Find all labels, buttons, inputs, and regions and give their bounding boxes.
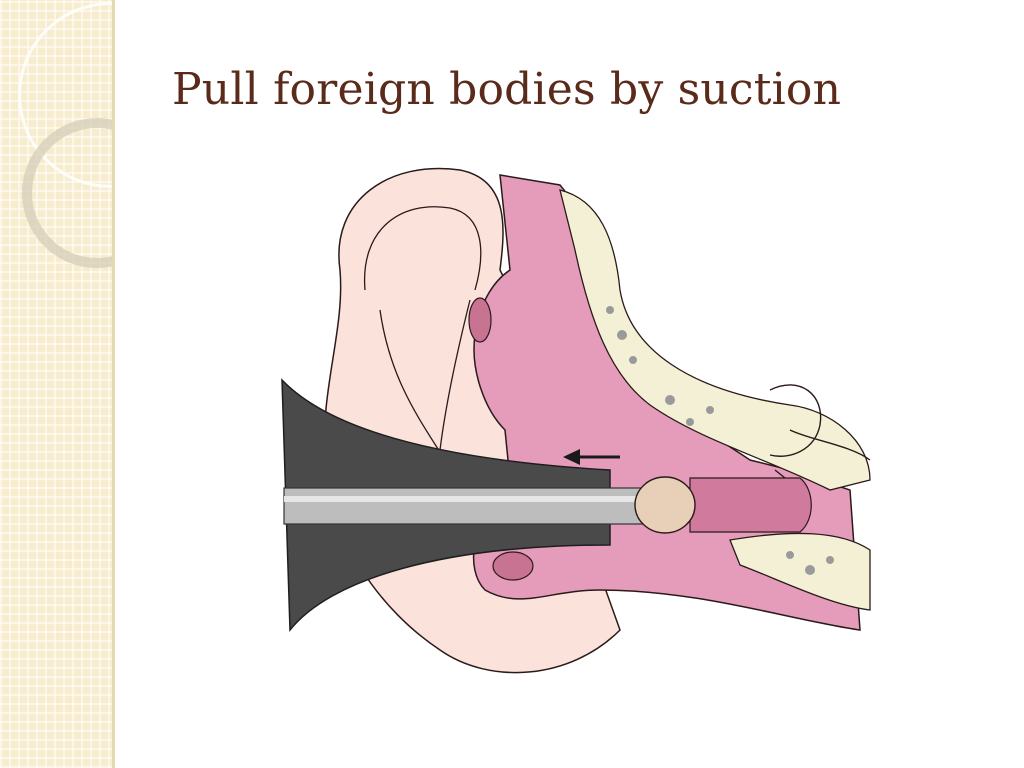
bone-texture [606, 306, 834, 575]
lobe-notch [492, 551, 534, 581]
slide-title: Pull foreign bodies by suction [172, 64, 842, 115]
foreign-body [634, 476, 696, 534]
suction-tube-highlight [284, 496, 644, 502]
temporal-bone-lower [729, 532, 871, 611]
ear-diagram [270, 160, 890, 690]
sidebar-divider [112, 0, 115, 768]
temporal-bone-upper [559, 189, 871, 491]
suction-tube [283, 487, 645, 525]
inner-canal [689, 477, 812, 533]
decorative-sidebar [0, 0, 112, 768]
pull-arrow-icon [563, 449, 620, 465]
tragus-notch [468, 297, 492, 343]
helix-fold [363, 206, 482, 461]
